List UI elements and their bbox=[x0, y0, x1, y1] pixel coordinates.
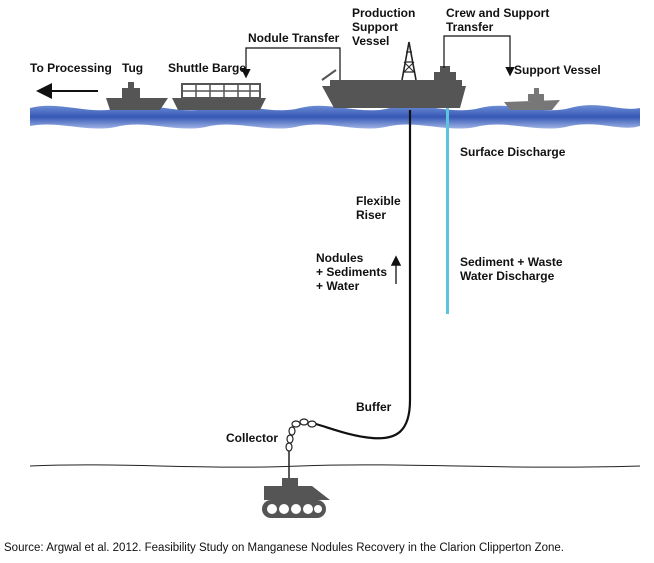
collector-icon bbox=[262, 478, 330, 518]
source-caption: Source: Argwal et al. 2012. Feasibility … bbox=[4, 542, 564, 554]
label-nodules-3: + Water bbox=[316, 279, 360, 293]
label-crew-1: Crew and Support bbox=[446, 6, 549, 20]
crew-transfer-bracket bbox=[443, 35, 515, 77]
flexible-riser-line bbox=[315, 110, 412, 440]
label-crew-2: Transfer bbox=[446, 20, 494, 34]
label-waste-2: Water Discharge bbox=[460, 269, 555, 283]
label-surface-discharge: Surface Discharge bbox=[460, 145, 566, 159]
label-collector: Collector bbox=[226, 431, 278, 445]
label-tug: Tug bbox=[122, 61, 143, 75]
production-vessel-icon bbox=[321, 41, 466, 108]
label-waste-1: Sediment + Waste bbox=[460, 255, 563, 269]
label-production-3: Vessel bbox=[352, 34, 389, 48]
label-to-processing: To Processing bbox=[30, 61, 112, 75]
label-support-vessel: Support Vessel bbox=[514, 63, 601, 77]
label-nodules-2: + Sediments bbox=[316, 265, 387, 279]
derrick-icon bbox=[401, 41, 417, 81]
support-vessel-icon bbox=[504, 88, 560, 110]
label-buffer: Buffer bbox=[356, 400, 392, 414]
label-nodules-1: Nodules bbox=[316, 251, 364, 265]
label-production-2: Support bbox=[352, 20, 398, 34]
label-nodule-transfer: Nodule Transfer bbox=[248, 31, 340, 45]
label-shuttle-barge: Shuttle Barge bbox=[168, 61, 246, 75]
discharge-pipe bbox=[446, 108, 449, 314]
nodule-transfer-bracket bbox=[241, 47, 341, 80]
seafloor-line bbox=[29, 464, 641, 468]
label-riser-2: Riser bbox=[356, 208, 386, 222]
tug-icon bbox=[106, 82, 168, 110]
buffer-chain-icon bbox=[285, 418, 317, 482]
shuttle-barge-icon bbox=[172, 83, 266, 110]
sea-surface bbox=[30, 105, 640, 129]
label-riser-1: Flexible bbox=[356, 194, 401, 208]
label-production-1: Production bbox=[352, 6, 415, 20]
